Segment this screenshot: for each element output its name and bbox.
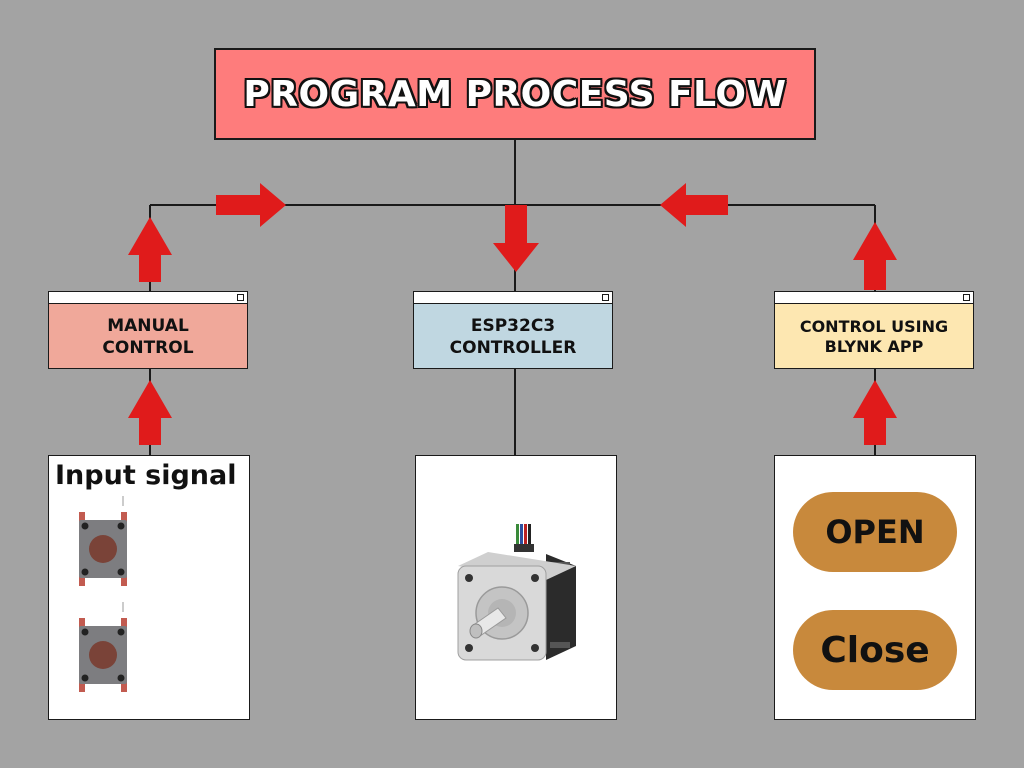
open-button[interactable]: OPEN	[793, 492, 957, 572]
manual-control-node: MANUAL CONTROL	[48, 291, 248, 369]
esp32c3-controller-label: ESP32C3 CONTROLLER	[449, 315, 577, 358]
arrow-icon	[853, 222, 897, 290]
arrow-icon	[128, 380, 172, 445]
esp32c3-controller-node: ESP32C3 CONTROLLER	[413, 291, 613, 369]
node-title-bar	[49, 292, 247, 304]
title-box: PROGRAM PROCESS FLOW	[214, 48, 816, 140]
arrow-icon	[216, 183, 286, 227]
node-title-bar	[414, 292, 612, 304]
arrow-icon	[853, 380, 897, 445]
push-button-icon	[79, 602, 127, 692]
node-title-bar	[775, 292, 973, 304]
manual-control-label: MANUAL CONTROL	[102, 315, 194, 358]
arrow-icon	[128, 217, 172, 282]
stepper-motor-icon	[457, 524, 576, 661]
blynk-app-node: CONTROL USING BLYNK APP	[774, 291, 974, 369]
input-signal-label: Input signal	[55, 460, 237, 491]
close-button[interactable]: Close	[793, 610, 957, 690]
page-title: PROGRAM PROCESS FLOW	[243, 73, 787, 115]
window-square-icon	[602, 294, 609, 301]
arrow-icon	[493, 205, 539, 272]
blynk-app-label: CONTROL USING BLYNK APP	[799, 316, 949, 356]
window-square-icon	[237, 294, 244, 301]
blynk-app-panel: OPEN Close	[774, 455, 976, 720]
input-signal-panel: Input signal	[48, 455, 250, 720]
stepper-motor-panel	[415, 455, 617, 720]
push-button-icon	[79, 496, 127, 586]
arrow-icon	[660, 183, 728, 227]
window-square-icon	[963, 294, 970, 301]
